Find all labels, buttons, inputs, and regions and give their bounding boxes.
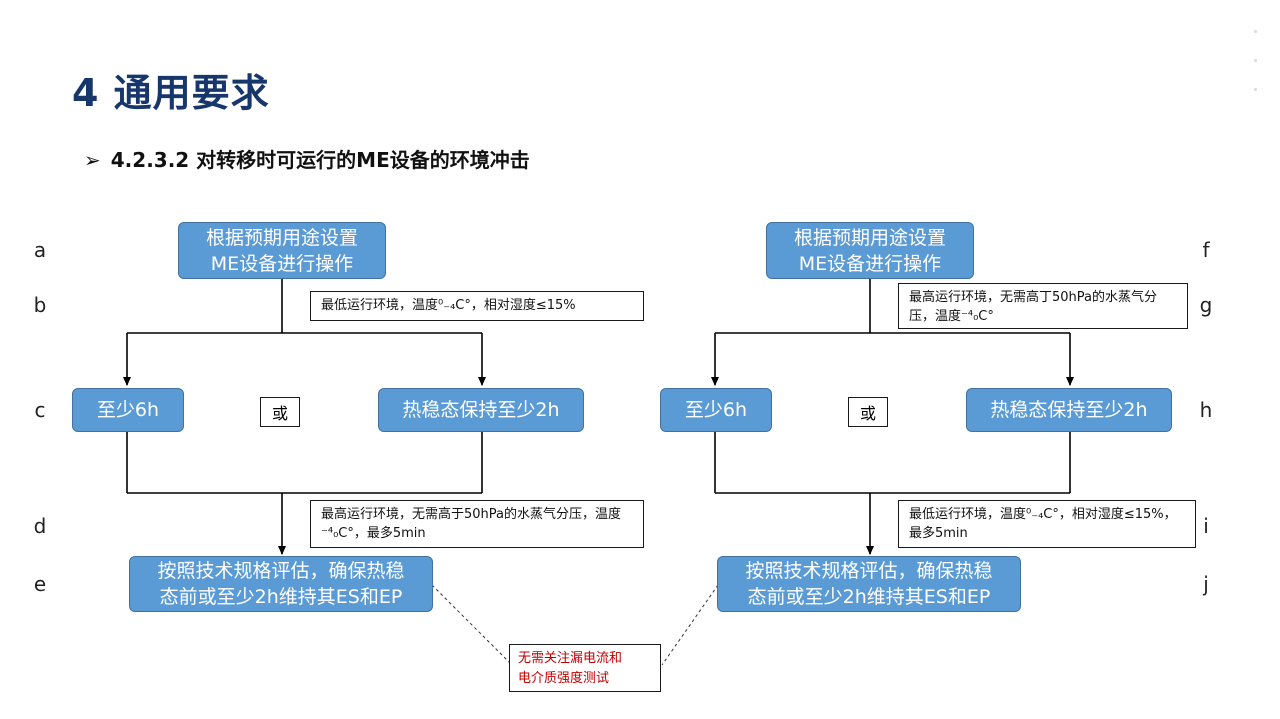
row-label-g: g bbox=[1199, 293, 1213, 317]
page-title: 4 通用要求 bbox=[72, 71, 270, 115]
row-label-h: h bbox=[1199, 398, 1213, 422]
right-or-label: 或 bbox=[848, 397, 888, 427]
row-label-i: i bbox=[1203, 514, 1209, 538]
right-end-box: 按照技术规格评估，确保热稳 态前或至少2h维持其ES和EP bbox=[717, 556, 1021, 612]
section-subtitle: ➢ 4.2.3.2 对转移时可运行的ME设备的环境冲击 bbox=[84, 144, 530, 173]
left-option-thermal: 热稳态保持至少2h bbox=[378, 388, 584, 432]
left-condition-bottom: 最高运行环境，无需高于50hPa的水蒸气分压，温度⁻⁴₀C°，最多5min bbox=[310, 500, 644, 548]
row-label-e: e bbox=[33, 572, 47, 596]
left-option-6h: 至少6h bbox=[72, 388, 184, 432]
decorative-dots bbox=[1254, 30, 1257, 117]
right-option-6h: 至少6h bbox=[660, 388, 772, 432]
row-label-c: c bbox=[34, 398, 46, 422]
right-start-box: 根据预期用途设置 ME设备进行操作 bbox=[766, 222, 974, 279]
left-end-box: 按照技术规格评估，确保热稳 态前或至少2h维持其ES和EP bbox=[129, 556, 433, 612]
row-label-b: b bbox=[33, 293, 47, 317]
right-option-thermal: 热稳态保持至少2h bbox=[966, 388, 1172, 432]
bullet-arrow-icon: ➢ bbox=[84, 148, 101, 172]
row-label-j: j bbox=[1203, 572, 1209, 596]
leakage-test-note: 无需关注漏电流和 电介质强度测试 bbox=[509, 644, 661, 692]
left-condition-top: 最低运行环境，温度⁰₋₄C°，相对湿度≤15% bbox=[310, 291, 644, 321]
right-condition-bottom: 最低运行环境，温度⁰₋₄C°，相对湿度≤15%，最多5min bbox=[898, 500, 1196, 548]
right-condition-top: 最高运行环境，无需高丁50hPa的水蒸气分压，温度⁻⁴₀C° bbox=[898, 283, 1188, 329]
row-label-f: f bbox=[1202, 238, 1210, 262]
row-label-d: d bbox=[33, 514, 47, 538]
left-start-box: 根据预期用途设置 ME设备进行操作 bbox=[178, 222, 386, 279]
subtitle-text: 4.2.3.2 对转移时可运行的ME设备的环境冲击 bbox=[110, 148, 530, 172]
left-or-label: 或 bbox=[260, 397, 300, 427]
row-label-a: a bbox=[33, 238, 47, 262]
